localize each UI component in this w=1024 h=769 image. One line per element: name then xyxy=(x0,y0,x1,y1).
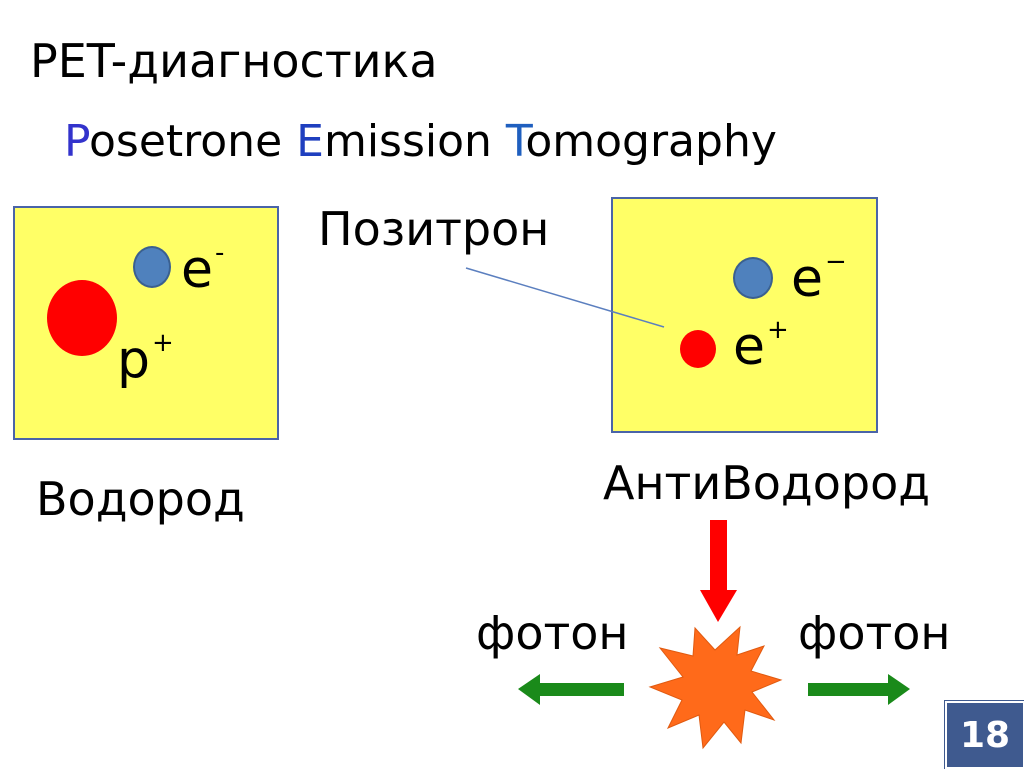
page-number-badge: 18 xyxy=(945,701,1024,769)
subtitle-word-3: omography xyxy=(525,116,777,167)
hydrogen-electron-symbol: e- xyxy=(181,238,225,300)
positron-callout-line xyxy=(465,267,665,328)
antihydrogen-electron-circle xyxy=(733,257,773,299)
slide-subtitle: Posetrone Emission Tomography xyxy=(64,120,777,164)
subtitle-word-1: osetrone xyxy=(88,116,283,167)
antihydrogen-label: АнтиВодород xyxy=(603,456,931,510)
photon-label-left: фотон xyxy=(476,606,629,660)
antihydrogen-positron-symbol: e+ xyxy=(733,315,789,377)
hydrogen-label: Водород xyxy=(36,472,245,526)
arrow-down-icon xyxy=(700,520,737,622)
subtitle-letter-t: T xyxy=(505,116,526,167)
antihydrogen-positron-circle xyxy=(680,330,716,368)
hydrogen-proton-circle xyxy=(47,280,117,356)
hydrogen-electron-circle xyxy=(133,246,171,288)
subtitle-word-2: mission xyxy=(323,116,492,167)
subtitle-letter-e: E xyxy=(296,116,324,167)
antihydrogen-electron-symbol: e− xyxy=(791,247,847,309)
subtitle-letter-p: P xyxy=(64,116,89,167)
arrow-left-icon xyxy=(518,674,624,705)
arrow-right-icon xyxy=(808,674,910,705)
slide-title: PET-диагностика xyxy=(30,34,438,88)
positron-callout-label: Позитрон xyxy=(318,202,550,256)
photon-label-right: фотон xyxy=(798,606,951,660)
hydrogen-atom-box: e- p+ xyxy=(13,206,279,440)
explosion-star-icon xyxy=(648,625,783,750)
antihydrogen-atom-box: e− e+ xyxy=(611,197,878,433)
hydrogen-proton-symbol: p+ xyxy=(117,328,174,390)
